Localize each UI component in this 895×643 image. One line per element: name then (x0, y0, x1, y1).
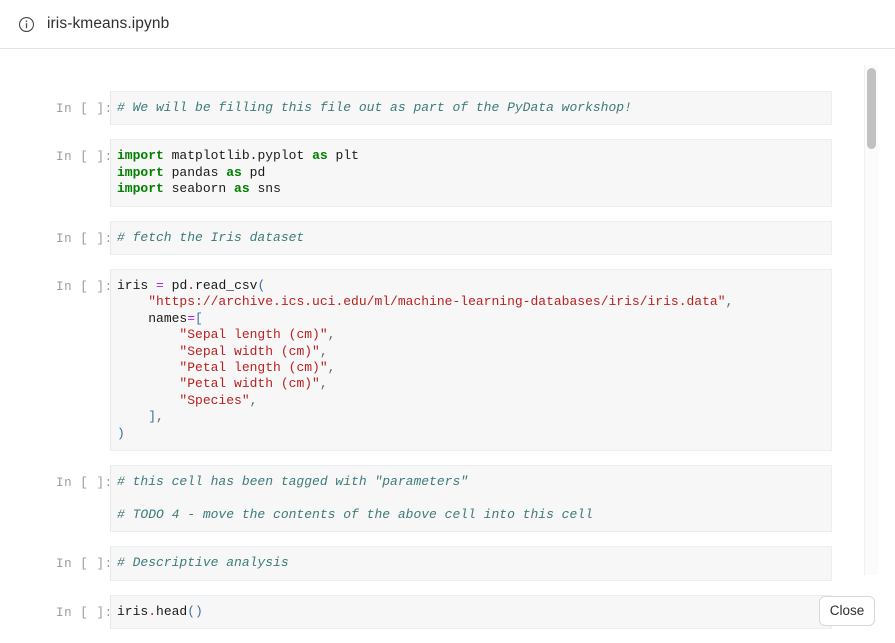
notebook-cell-list: In [ ]: # We will be filling this file o… (0, 50, 862, 643)
cell-prompt: In [ ]: (56, 231, 113, 246)
cell-editor[interactable]: # We will be filling this file out as pa… (110, 91, 832, 126)
cell-editor[interactable]: # fetch the Iris dataset (110, 220, 832, 256)
cell-editor[interactable]: iris = pd.read_csv( "https://archive.ics… (110, 269, 832, 452)
notebook-cell[interactable]: In [ ]: iris.head() (0, 594, 862, 630)
notebook-cell[interactable]: In [ ]: # We will be filling this file o… (0, 91, 862, 126)
notebook-scroll-area[interactable]: In [ ]: # We will be filling this file o… (0, 50, 895, 643)
cell-editor[interactable]: # Descriptive analysis (110, 546, 832, 581)
scrollbar-thumb[interactable] (867, 68, 876, 149)
cell-editor[interactable]: # this cell has been tagged with "parame… (110, 465, 832, 533)
vertical-scrollbar[interactable] (864, 65, 878, 575)
close-button[interactable]: Close (819, 596, 875, 626)
notebook-cell[interactable]: In [ ]: # this cell has been tagged with… (0, 465, 862, 533)
cell-editor[interactable]: import matplotlib.pyplot as plt import p… (110, 139, 832, 207)
code-token-comment: # this cell has been tagged with "parame… (117, 474, 593, 522)
cell-prompt: In [ ]: (56, 605, 113, 620)
code-token-comment: # fetch the Iris dataset (117, 229, 305, 245)
cell-source: iris.head() (117, 603, 203, 619)
notebook-cell[interactable]: In [ ]: # Descriptive analysis (0, 546, 862, 581)
code-token-comment: # We will be filling this file out as pa… (117, 100, 632, 115)
cell-prompt: In [ ]: (56, 102, 113, 116)
cell-source: # fetch the Iris dataset (117, 230, 823, 246)
cell-source: iris = pd.read_csv( "https://archive.ics… (117, 278, 734, 441)
cell-prompt: In [ ]: (56, 557, 113, 572)
notebook-cell[interactable]: In [ ]: # fetch the Iris dataset (0, 220, 862, 256)
notebook-cell[interactable]: In [ ]: iris = pd.read_csv( "https://arc… (0, 269, 862, 452)
cell-source: # this cell has been tagged with "parame… (117, 474, 823, 523)
cell-source: import matplotlib.pyplot as plt import p… (117, 148, 359, 197)
titlebar: iris-kmeans.ipynb (0, 0, 895, 49)
page-title: iris-kmeans.ipynb (47, 15, 170, 32)
cell-prompt: In [ ]: (56, 150, 113, 165)
cell-source: # We will be filling this file out as pa… (117, 100, 823, 116)
code-token-url: "https://archive.ics.uci.edu/ml/machine-… (148, 294, 726, 310)
cell-editor[interactable]: iris.head() (110, 594, 832, 630)
notebook-cell[interactable]: In [ ]: import matplotlib.pyplot as plt … (0, 139, 862, 207)
cell-prompt: In [ ]: (56, 280, 113, 295)
info-circle-icon (18, 16, 35, 32)
cell-source: # Descriptive analysis (117, 555, 823, 571)
cell-prompt: In [ ]: (56, 476, 113, 491)
code-token-comment: # Descriptive analysis (117, 555, 289, 571)
